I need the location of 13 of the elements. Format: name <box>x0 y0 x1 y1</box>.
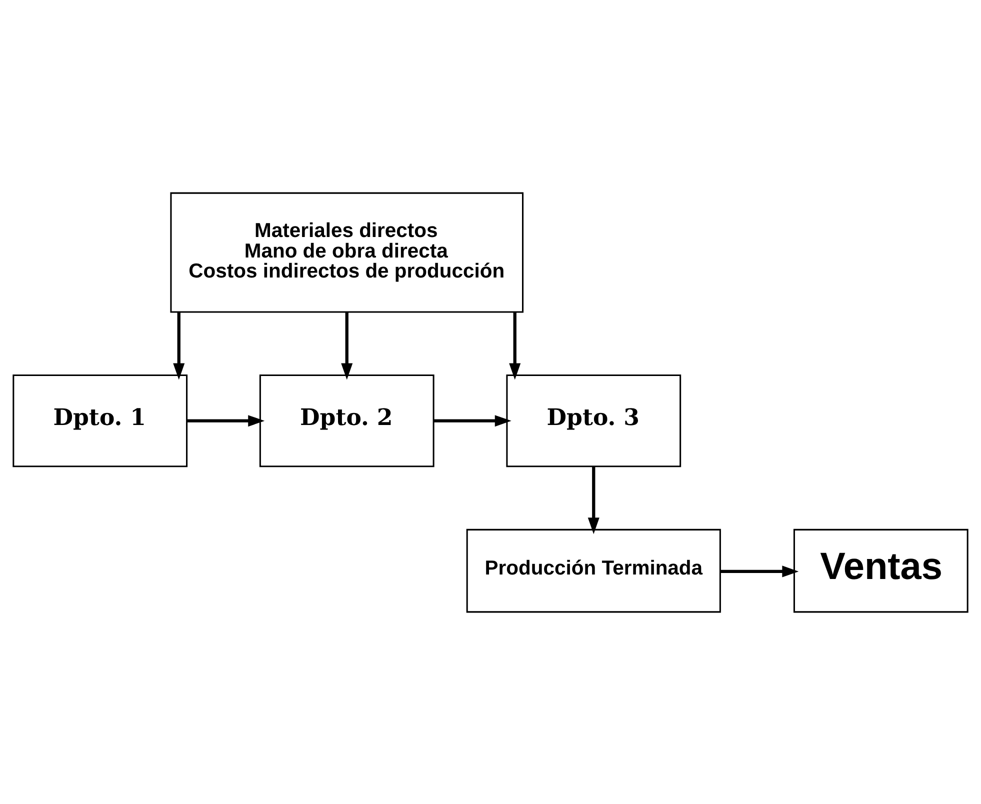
arrow <box>341 312 353 380</box>
node-box: Producción Terminada <box>466 528 721 612</box>
arrow <box>173 312 185 380</box>
arrow <box>434 414 512 426</box>
arrow <box>588 466 600 534</box>
node-box: Ventas <box>793 528 968 612</box>
node-box: Dpto. 3 <box>506 374 682 467</box>
node-box: Dpto. 2 <box>259 374 434 467</box>
arrow <box>509 312 521 380</box>
node-box: Materiales directos Mano de obra directa Costos indirectos de producción <box>170 192 524 312</box>
arrow <box>720 565 799 577</box>
node-box: Dpto. 1 <box>12 374 188 467</box>
arrow <box>187 414 265 426</box>
